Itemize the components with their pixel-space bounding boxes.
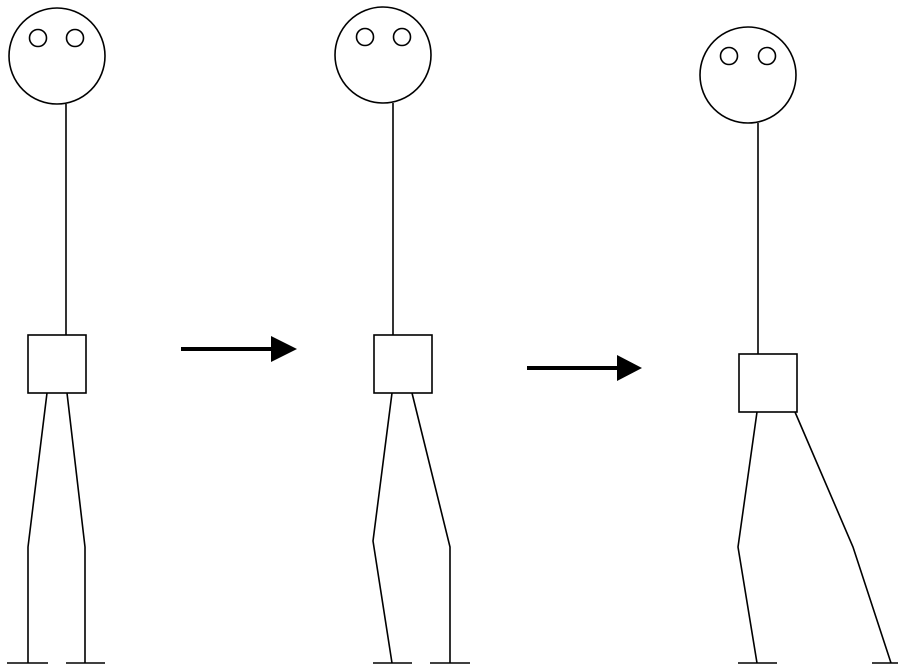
head (699, 26, 797, 124)
arrow-2 (527, 355, 642, 381)
leg-left (27, 392, 48, 663)
hip-box (373, 334, 433, 394)
head (8, 7, 106, 105)
leg-left (372, 392, 393, 664)
hip-box (738, 353, 798, 413)
head (334, 6, 432, 104)
leg-left (737, 411, 758, 664)
eye-left (719, 46, 739, 66)
stick-figure-3 (699, 26, 898, 664)
eye-left (355, 27, 375, 47)
eye-right (392, 27, 412, 47)
leg-right (794, 411, 892, 664)
eye-right (757, 46, 777, 66)
leg-right (66, 392, 86, 663)
eye-right (65, 28, 85, 48)
stick-figure-2 (334, 6, 470, 664)
stick-figure-1 (7, 7, 106, 664)
leg-right (411, 392, 451, 663)
eye-left (28, 28, 48, 48)
hip-box (27, 334, 87, 394)
arrow-1 (181, 336, 297, 362)
